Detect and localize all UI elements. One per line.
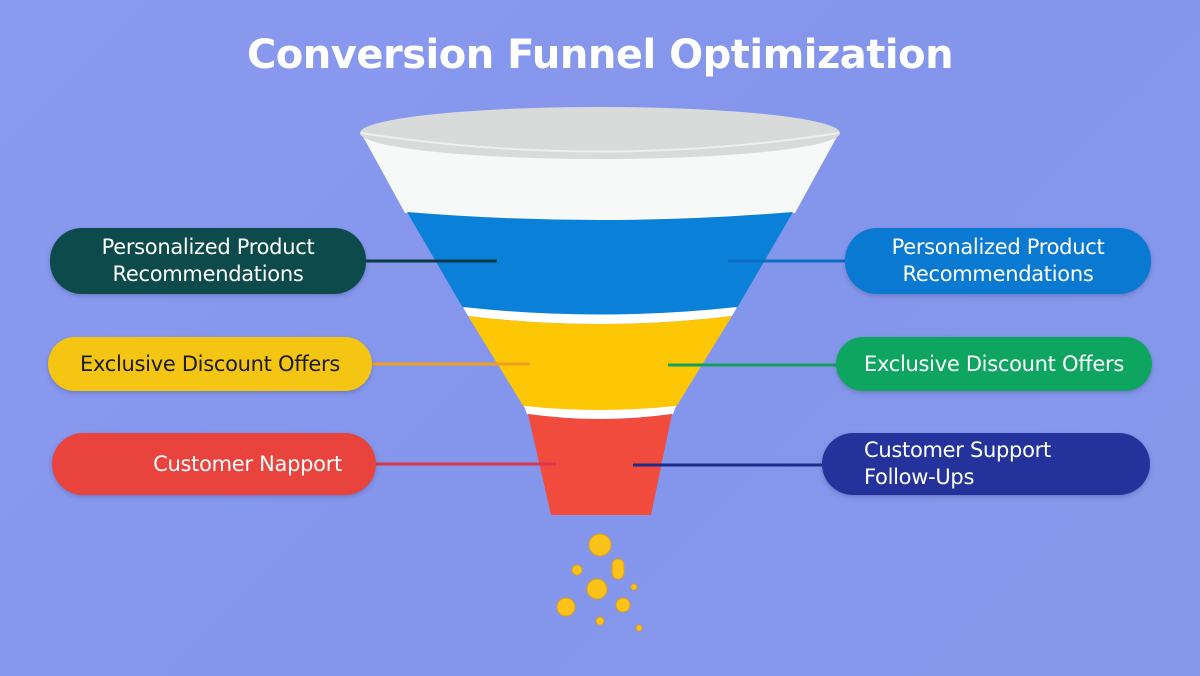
label-text-line: Recommendations bbox=[112, 262, 304, 286]
label-right-personalized-recommendations: Personalized Product Recommendations bbox=[845, 228, 1151, 294]
label-left-customer-support: Customer Napport bbox=[52, 433, 376, 495]
label-text-line: Personalized Product bbox=[891, 235, 1105, 259]
label-text-line: Customer Support bbox=[864, 438, 1051, 462]
label-left-personalized-recommendations: Personalized Product Recommendations bbox=[50, 228, 366, 294]
label-left-exclusive-discount: Exclusive Discount Offers bbox=[48, 337, 372, 391]
label-text-line: Exclusive Discount Offers bbox=[864, 351, 1124, 376]
funnel-stage-yellow bbox=[468, 316, 732, 411]
label-text-line: Exclusive Discount Offers bbox=[80, 351, 340, 376]
coins-icon bbox=[556, 533, 643, 632]
funnel-stage-red bbox=[528, 414, 672, 515]
label-text-line: Customer Napport bbox=[153, 451, 342, 476]
label-text-line: Follow-Ups bbox=[864, 465, 975, 489]
label-text-line: Recommendations bbox=[902, 262, 1094, 286]
label-right-exclusive-discount: Exclusive Discount Offers bbox=[836, 337, 1152, 391]
label-right-customer-support-followups: Customer Support Follow-Ups bbox=[822, 433, 1150, 495]
diagram-title: Conversion Funnel Optimization bbox=[246, 32, 954, 78]
funnel-stage-blue bbox=[407, 212, 793, 315]
label-text-line: Personalized Product bbox=[101, 235, 315, 259]
